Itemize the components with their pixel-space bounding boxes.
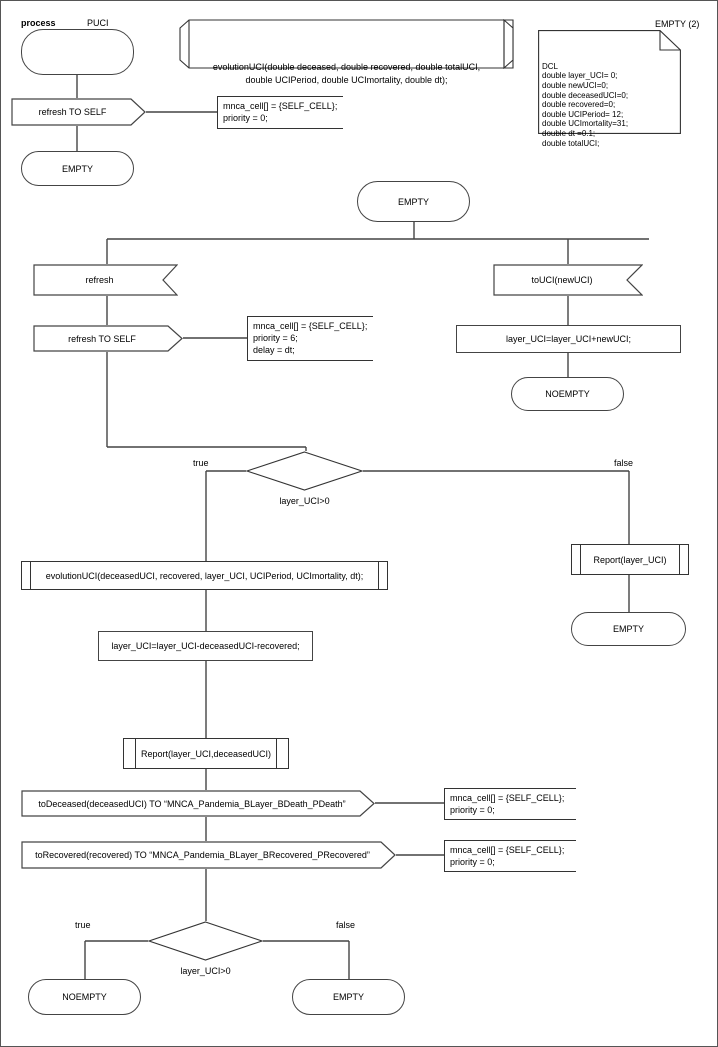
- output-refresh-to-self-top[interactable]: refresh TO SELF: [11, 98, 146, 126]
- state-symbol-noempty-bottom[interactable]: NOEMPTY: [28, 979, 141, 1015]
- procedure-call-report-layer-deceased-label: Report(layer_UCI,deceasedUCI): [140, 748, 272, 759]
- state-symbol-empty-top[interactable]: EMPTY: [21, 151, 134, 186]
- task-layer-uci-subtract[interactable]: layer_UCI=layer_UCI-deceasedUCI-recovere…: [98, 631, 313, 661]
- output-refresh-to-self-main[interactable]: refresh TO SELF: [33, 325, 183, 352]
- output-refresh-to-self-main-label: refresh TO SELF: [68, 333, 136, 344]
- state-symbol-empty-false[interactable]: EMPTY: [571, 612, 686, 646]
- procedure-call-report-layer[interactable]: Report(layer_UCI): [571, 544, 689, 575]
- comment-refresh-delay[interactable]: mnca_cell[] = {SELF_CELL}; priority = 6;…: [247, 316, 373, 361]
- state-symbol-noempty-right[interactable]: NOEMPTY: [511, 377, 624, 411]
- call-bar-right: [378, 562, 379, 589]
- decision-1-label: layer_UCI>0: [279, 496, 330, 506]
- call-bar-left: [135, 739, 136, 768]
- decision-2-label: layer_UCI>0: [180, 966, 231, 976]
- state-symbol-start[interactable]: [21, 29, 134, 75]
- decision-1-false-label: false: [614, 458, 634, 468]
- decision-2-true-label: true: [75, 920, 91, 930]
- procedure-call-report-layer-label: Report(layer_UCI): [593, 554, 667, 565]
- process-keyword-label: process: [21, 18, 56, 28]
- output-torecovered-label: toRecovered(recovered) TO “MNCA_Pandemia…: [35, 850, 370, 860]
- call-bar-right: [679, 545, 680, 574]
- comment-top-priority[interactable]: mnca_cell[] = {SELF_CELL}; priority = 0;: [217, 96, 343, 129]
- call-bar-left: [580, 545, 581, 574]
- state-reference-label: EMPTY (2): [655, 19, 700, 29]
- state-symbol-empty-bottom[interactable]: EMPTY: [292, 979, 405, 1015]
- decision-layer-uci-gt-zero-1[interactable]: layer_UCI>0: [246, 451, 363, 506]
- procedure-call-report-layer-deceased[interactable]: Report(layer_UCI,deceasedUCI): [123, 738, 289, 769]
- input-refresh[interactable]: refresh: [33, 264, 178, 296]
- dcl-note-text: DCL double layer_UCI= 0; double newUCI=0…: [542, 61, 629, 148]
- input-touci[interactable]: toUCI(newUCI): [493, 264, 643, 296]
- output-todeceased[interactable]: toDeceased(deceasedUCI) TO “MNCA_Pandemi…: [21, 790, 375, 817]
- decision-layer-uci-gt-zero-2[interactable]: layer_UCI>0: [148, 921, 263, 976]
- task-layer-uci-add[interactable]: layer_UCI=layer_UCI+newUCI;: [456, 325, 681, 353]
- procedure-declaration-symbol[interactable]: evolutionUCI(double deceased, double rec…: [179, 19, 514, 85]
- input-touci-label: toUCI(newUCI): [531, 275, 593, 285]
- procedure-call-evolutionuci[interactable]: evolutionUCI(deceasedUCI, recovered, lay…: [21, 561, 388, 590]
- comment-torecovered[interactable]: mnca_cell[] = {SELF_CELL}; priority = 0;: [444, 840, 576, 872]
- call-bar-left: [30, 562, 31, 589]
- decision-2-false-label: false: [336, 920, 356, 930]
- procedure-decl-line2: double UCIPeriod, double UCImortality, d…: [245, 75, 448, 85]
- comment-todeceased[interactable]: mnca_cell[] = {SELF_CELL}; priority = 0;: [444, 788, 576, 820]
- output-refresh-to-self-top-label: refresh TO SELF: [38, 107, 107, 117]
- dcl-declaration-note[interactable]: DCL double layer_UCI= 0; double newUCI=0…: [538, 30, 681, 148]
- procedure-decl-line1: evolutionUCI(double deceased, double rec…: [212, 62, 481, 72]
- decision-1-true-label: true: [193, 458, 209, 468]
- input-refresh-label: refresh: [85, 275, 114, 285]
- call-bar-right: [276, 739, 277, 768]
- procedure-call-evolutionuci-label: evolutionUCI(deceasedUCI, recovered, lay…: [45, 570, 364, 581]
- output-torecovered[interactable]: toRecovered(recovered) TO “MNCA_Pandemia…: [21, 841, 396, 869]
- output-todeceased-label: toDeceased(deceasedUCI) TO “MNCA_Pandemi…: [38, 798, 346, 809]
- state-symbol-empty-main[interactable]: EMPTY: [357, 181, 470, 222]
- process-name-label: PUCI: [87, 18, 109, 28]
